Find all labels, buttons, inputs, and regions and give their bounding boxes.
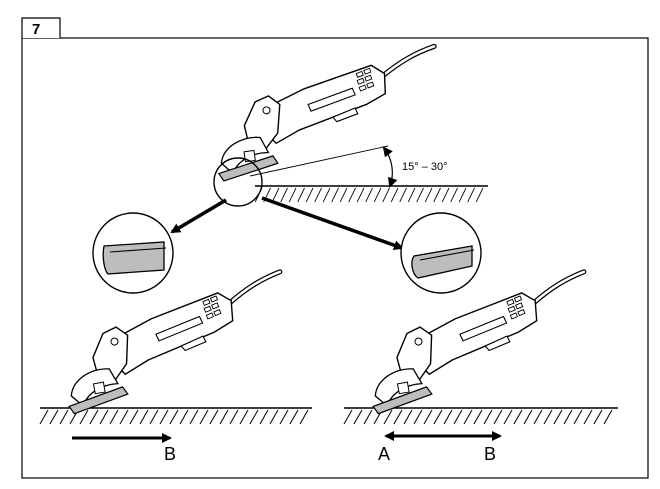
- top-ground-hatch: [254, 187, 484, 203]
- magnified-disc-detail-icon-right: [400, 212, 482, 294]
- figure-number-tab: [21, 17, 61, 38]
- angle-grinder-icon-left: [52, 272, 298, 415]
- magnified-disc-detail-icon: [92, 212, 174, 294]
- detail-arrow-left: [170, 198, 227, 234]
- left-scene: B: [39, 272, 312, 464]
- angle-grinder-icon-right: [356, 272, 602, 415]
- outer-frame: [21, 37, 649, 479]
- right-arrow-label-b: B: [484, 444, 496, 464]
- top-scene: 15° – 30°: [205, 46, 488, 207]
- left-arrow-label-b: B: [164, 444, 176, 464]
- angle-arc-icon: [382, 146, 398, 188]
- detail-arrow-right: [261, 196, 404, 251]
- right-arrow-label-a: A: [378, 444, 390, 464]
- figure-number: 7: [32, 21, 40, 38]
- tool-axis-line: [249, 145, 389, 177]
- magnifier-circle: [213, 157, 263, 207]
- right-scene: A B: [343, 272, 618, 464]
- angle-label: 15° – 30°: [402, 161, 448, 173]
